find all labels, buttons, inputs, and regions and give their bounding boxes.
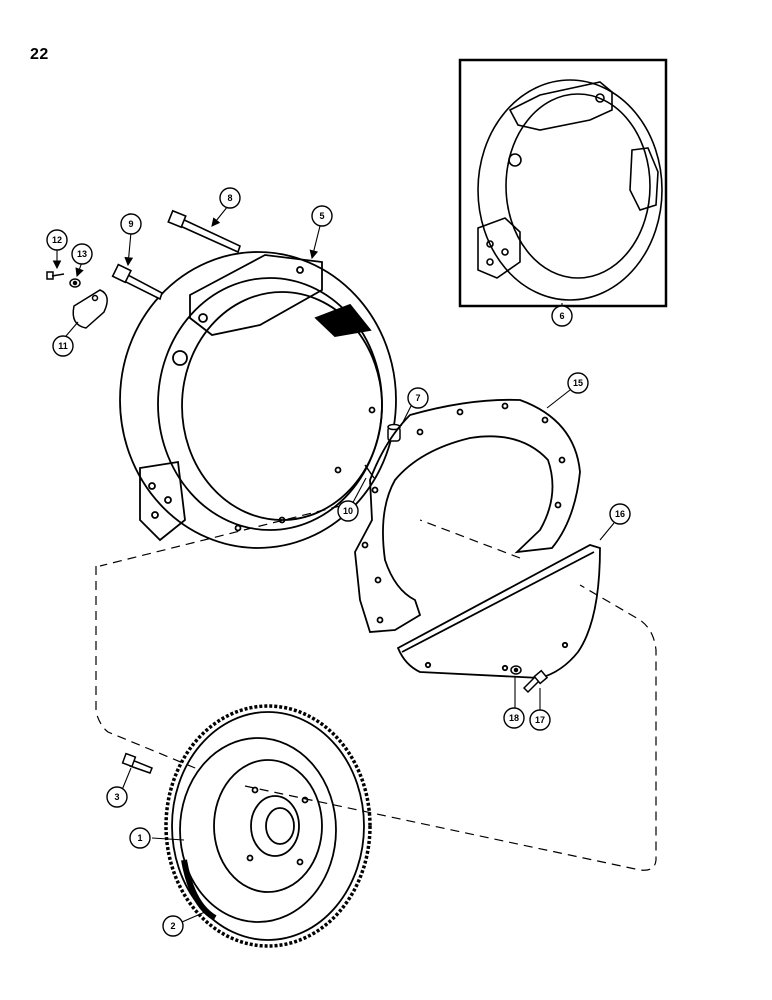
callout-16: 16	[609, 503, 631, 525]
callout-13: 13	[71, 243, 93, 265]
svg-text:8: 8	[227, 193, 232, 203]
page-number: 22	[30, 46, 49, 63]
alternate-flywheel-housing	[477, 79, 663, 301]
svg-text:12: 12	[52, 235, 62, 245]
screw-12	[46, 271, 65, 280]
svg-text:13: 13	[77, 249, 87, 259]
callout-9: 9	[120, 213, 142, 235]
svg-text:16: 16	[615, 509, 625, 519]
svg-text:18: 18	[509, 713, 519, 723]
svg-text:10: 10	[343, 506, 353, 516]
adapter-plate	[354, 398, 581, 633]
bolt-9	[111, 263, 163, 301]
callout-8: 8	[219, 187, 241, 209]
svg-text:6: 6	[559, 311, 564, 321]
svg-text:3: 3	[114, 792, 119, 802]
svg-text:15: 15	[573, 378, 583, 388]
callout-1: 1	[129, 827, 151, 849]
flywheel-housing	[119, 251, 397, 549]
callout-5: 5	[311, 205, 333, 227]
washer-18	[510, 665, 522, 675]
svg-text:1: 1	[137, 833, 142, 843]
callout-10: 10	[337, 500, 359, 522]
bolt-17	[522, 669, 549, 694]
callout-15: 15	[567, 372, 589, 394]
bolt-3	[121, 752, 153, 774]
alignment-dashed-line	[95, 505, 657, 871]
callout-7: 7	[407, 387, 429, 409]
svg-text:17: 17	[535, 715, 545, 725]
callout-12: 12	[46, 229, 68, 251]
bolt-8	[167, 209, 241, 254]
svg-text:11: 11	[58, 341, 68, 351]
cover-plate	[72, 289, 108, 329]
svg-text:9: 9	[128, 219, 133, 229]
svg-text:2: 2	[170, 921, 175, 931]
callout-2: 2	[162, 915, 184, 937]
callout-18: 18	[503, 707, 525, 729]
callout-17: 17	[529, 709, 551, 731]
svg-text:5: 5	[319, 211, 324, 221]
callout-11: 11	[52, 335, 74, 357]
callout-6: 6	[551, 305, 573, 327]
flywheel	[164, 704, 372, 948]
inset-alternate-housing	[458, 58, 668, 308]
washer-13	[69, 278, 81, 288]
svg-text:7: 7	[415, 393, 420, 403]
callout-3: 3	[106, 786, 128, 808]
cover-segment	[396, 544, 601, 679]
